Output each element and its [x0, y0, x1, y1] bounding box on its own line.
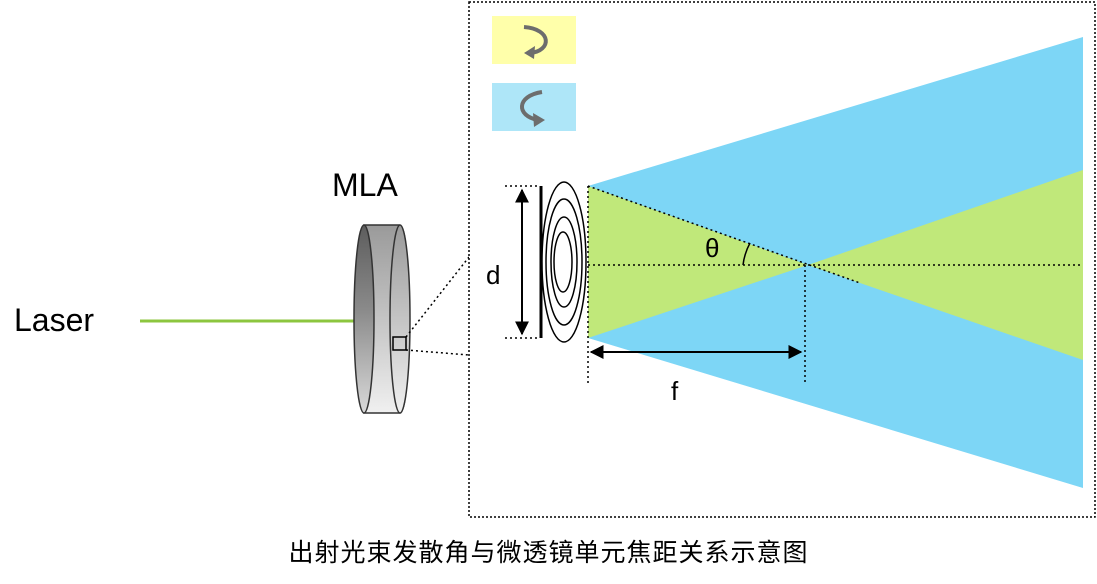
- laser-label: Laser: [14, 302, 94, 338]
- counterclockwise-arrow-icon: [520, 90, 545, 127]
- theta-label: θ: [705, 233, 719, 263]
- d-label: d: [486, 260, 500, 290]
- mla-zoom-region: [392, 336, 407, 351]
- theta-arc: [742, 242, 751, 266]
- green-beam: [588, 170, 1083, 360]
- marginal-ray: [587, 185, 861, 284]
- figure-caption: 出射光束发散角与微透镜单元焦距关系示意图: [288, 538, 809, 567]
- zoom-line-bottom: [405, 349, 470, 356]
- legend-item-clockwise: [492, 16, 576, 64]
- zoom-line-top: [405, 256, 470, 338]
- legend-item-counterclockwise: [492, 83, 576, 131]
- f-label: f: [671, 376, 679, 406]
- microlens-element: [539, 181, 587, 343]
- clockwise-arrow-icon: [523, 25, 548, 59]
- mla-lens: [353, 224, 411, 414]
- mla-label: MLA: [332, 167, 398, 203]
